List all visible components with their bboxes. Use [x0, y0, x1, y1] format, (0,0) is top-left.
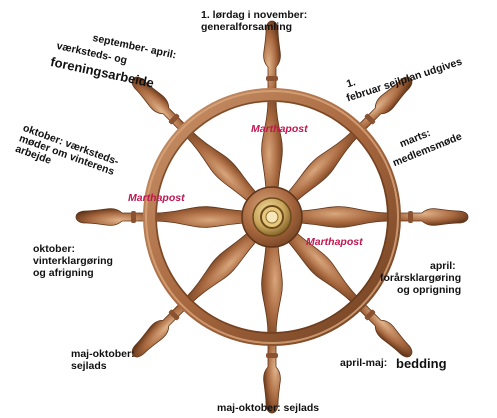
spoke-shaft: [298, 207, 390, 228]
spoke-shaft: [283, 126, 363, 206]
spoke-n: [262, 21, 283, 191]
spoke-e: [298, 207, 468, 228]
spoke-shaft: [181, 228, 261, 308]
label-left-middle: oktober: vinterklargøring og afrigning: [33, 243, 113, 279]
label-lower-left: maj-oktober: sejlads: [71, 348, 135, 372]
spoke-shaft: [262, 243, 283, 335]
label-lower-right-line2: bedding: [396, 357, 447, 371]
spoke-collar: [408, 211, 413, 223]
marthapost-label-left: Marthapost: [128, 192, 185, 204]
spoke-shaft: [262, 99, 283, 191]
label-bottom-sejlads: maj-oktober: sejlads: [217, 402, 319, 414]
marthapost-label-top: Marthapost: [251, 123, 308, 135]
spoke-sw: [126, 228, 261, 363]
spoke-s: [262, 243, 283, 413]
label-lower-right-line1: april-maj:: [340, 357, 387, 369]
spoke-collar: [266, 76, 278, 81]
spoke-collar: [266, 353, 278, 358]
spoke-shaft: [154, 207, 246, 228]
label-right-middle-line2: forårsklargøring og oprigning: [380, 272, 461, 296]
label-top-november: 1. lørdag i november: generalforsamling: [201, 9, 307, 33]
wheel-hub-cap: [266, 211, 278, 223]
spoke-collar: [131, 211, 136, 223]
marthapost-label-right: Marthapost: [306, 236, 363, 248]
spoke-w: [76, 207, 246, 228]
spoke-handle: [127, 302, 187, 362]
spoke-handle: [357, 302, 417, 362]
spoke-shaft: [181, 126, 261, 206]
label-right-middle-line1: april:: [430, 260, 456, 272]
spoke-nw: [126, 71, 261, 206]
